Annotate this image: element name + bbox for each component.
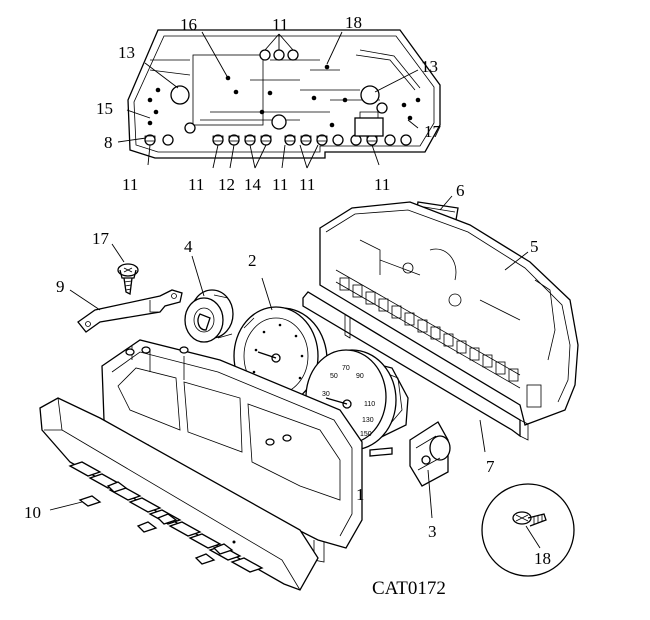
callout-17-right: 17 bbox=[424, 122, 442, 141]
rubber-pads bbox=[68, 461, 264, 573]
callout-16: 16 bbox=[180, 15, 197, 34]
auxiliary-gauge-left bbox=[184, 255, 234, 343]
callout-11-bl: 11 bbox=[122, 175, 138, 194]
speed-scale-130: 130 bbox=[362, 417, 374, 424]
callout-11-b2: 11 bbox=[188, 175, 204, 194]
callout-14: 14 bbox=[244, 175, 262, 194]
speed-scale-70: 70 bbox=[342, 365, 350, 372]
callout-4: 4 bbox=[184, 237, 193, 256]
callout-11-b4: 11 bbox=[299, 175, 315, 194]
speed-scale-150: 150 bbox=[360, 431, 372, 438]
callout-1: 1 bbox=[356, 485, 365, 504]
callout-3: 3 bbox=[428, 522, 437, 541]
rear-housing bbox=[319, 201, 579, 426]
callout-7: 7 bbox=[486, 457, 495, 476]
callout-15: 15 bbox=[96, 99, 113, 118]
callout-11-b3: 11 bbox=[272, 175, 288, 194]
leader-10 bbox=[49, 501, 83, 511]
callout-5: 5 bbox=[530, 237, 539, 256]
callout-11-top: 11 bbox=[272, 15, 288, 34]
callout-18-inset: 18 bbox=[534, 549, 551, 568]
speed-scale-90: 90 bbox=[356, 373, 364, 380]
callout-8: 8 bbox=[104, 133, 113, 152]
reference-code: CAT0172 bbox=[372, 578, 446, 599]
callout-13-left: 13 bbox=[118, 43, 135, 62]
pcb-leader-lines bbox=[117, 31, 419, 169]
front-lens-bezel bbox=[39, 397, 319, 591]
inset-screw-detail bbox=[481, 483, 575, 577]
printed-circuit-board bbox=[127, 29, 441, 159]
screw bbox=[111, 243, 139, 295]
callout-12: 12 bbox=[218, 175, 235, 194]
callout-13-right: 13 bbox=[421, 57, 438, 76]
speed-scale-110: 110 bbox=[364, 401, 375, 408]
callout-9: 9 bbox=[56, 277, 65, 296]
callout-18-top: 18 bbox=[345, 13, 362, 32]
callout-6: 6 bbox=[456, 181, 465, 200]
mounting-bracket bbox=[69, 289, 183, 333]
callout-17-screw: 17 bbox=[92, 229, 110, 248]
flexible-printed-circuit bbox=[302, 291, 529, 453]
callout-11-br: 11 bbox=[374, 175, 390, 194]
speed-scale-30: 30 bbox=[322, 391, 330, 398]
auxiliary-gauge-right bbox=[409, 421, 451, 519]
callout-labels: 11 16 18 13 13 15 17 8 11 11 12 14 11 11… bbox=[24, 13, 551, 599]
callout-2: 2 bbox=[248, 251, 257, 270]
callout-10: 10 bbox=[24, 503, 41, 522]
speed-scale-50: 50 bbox=[330, 373, 338, 380]
